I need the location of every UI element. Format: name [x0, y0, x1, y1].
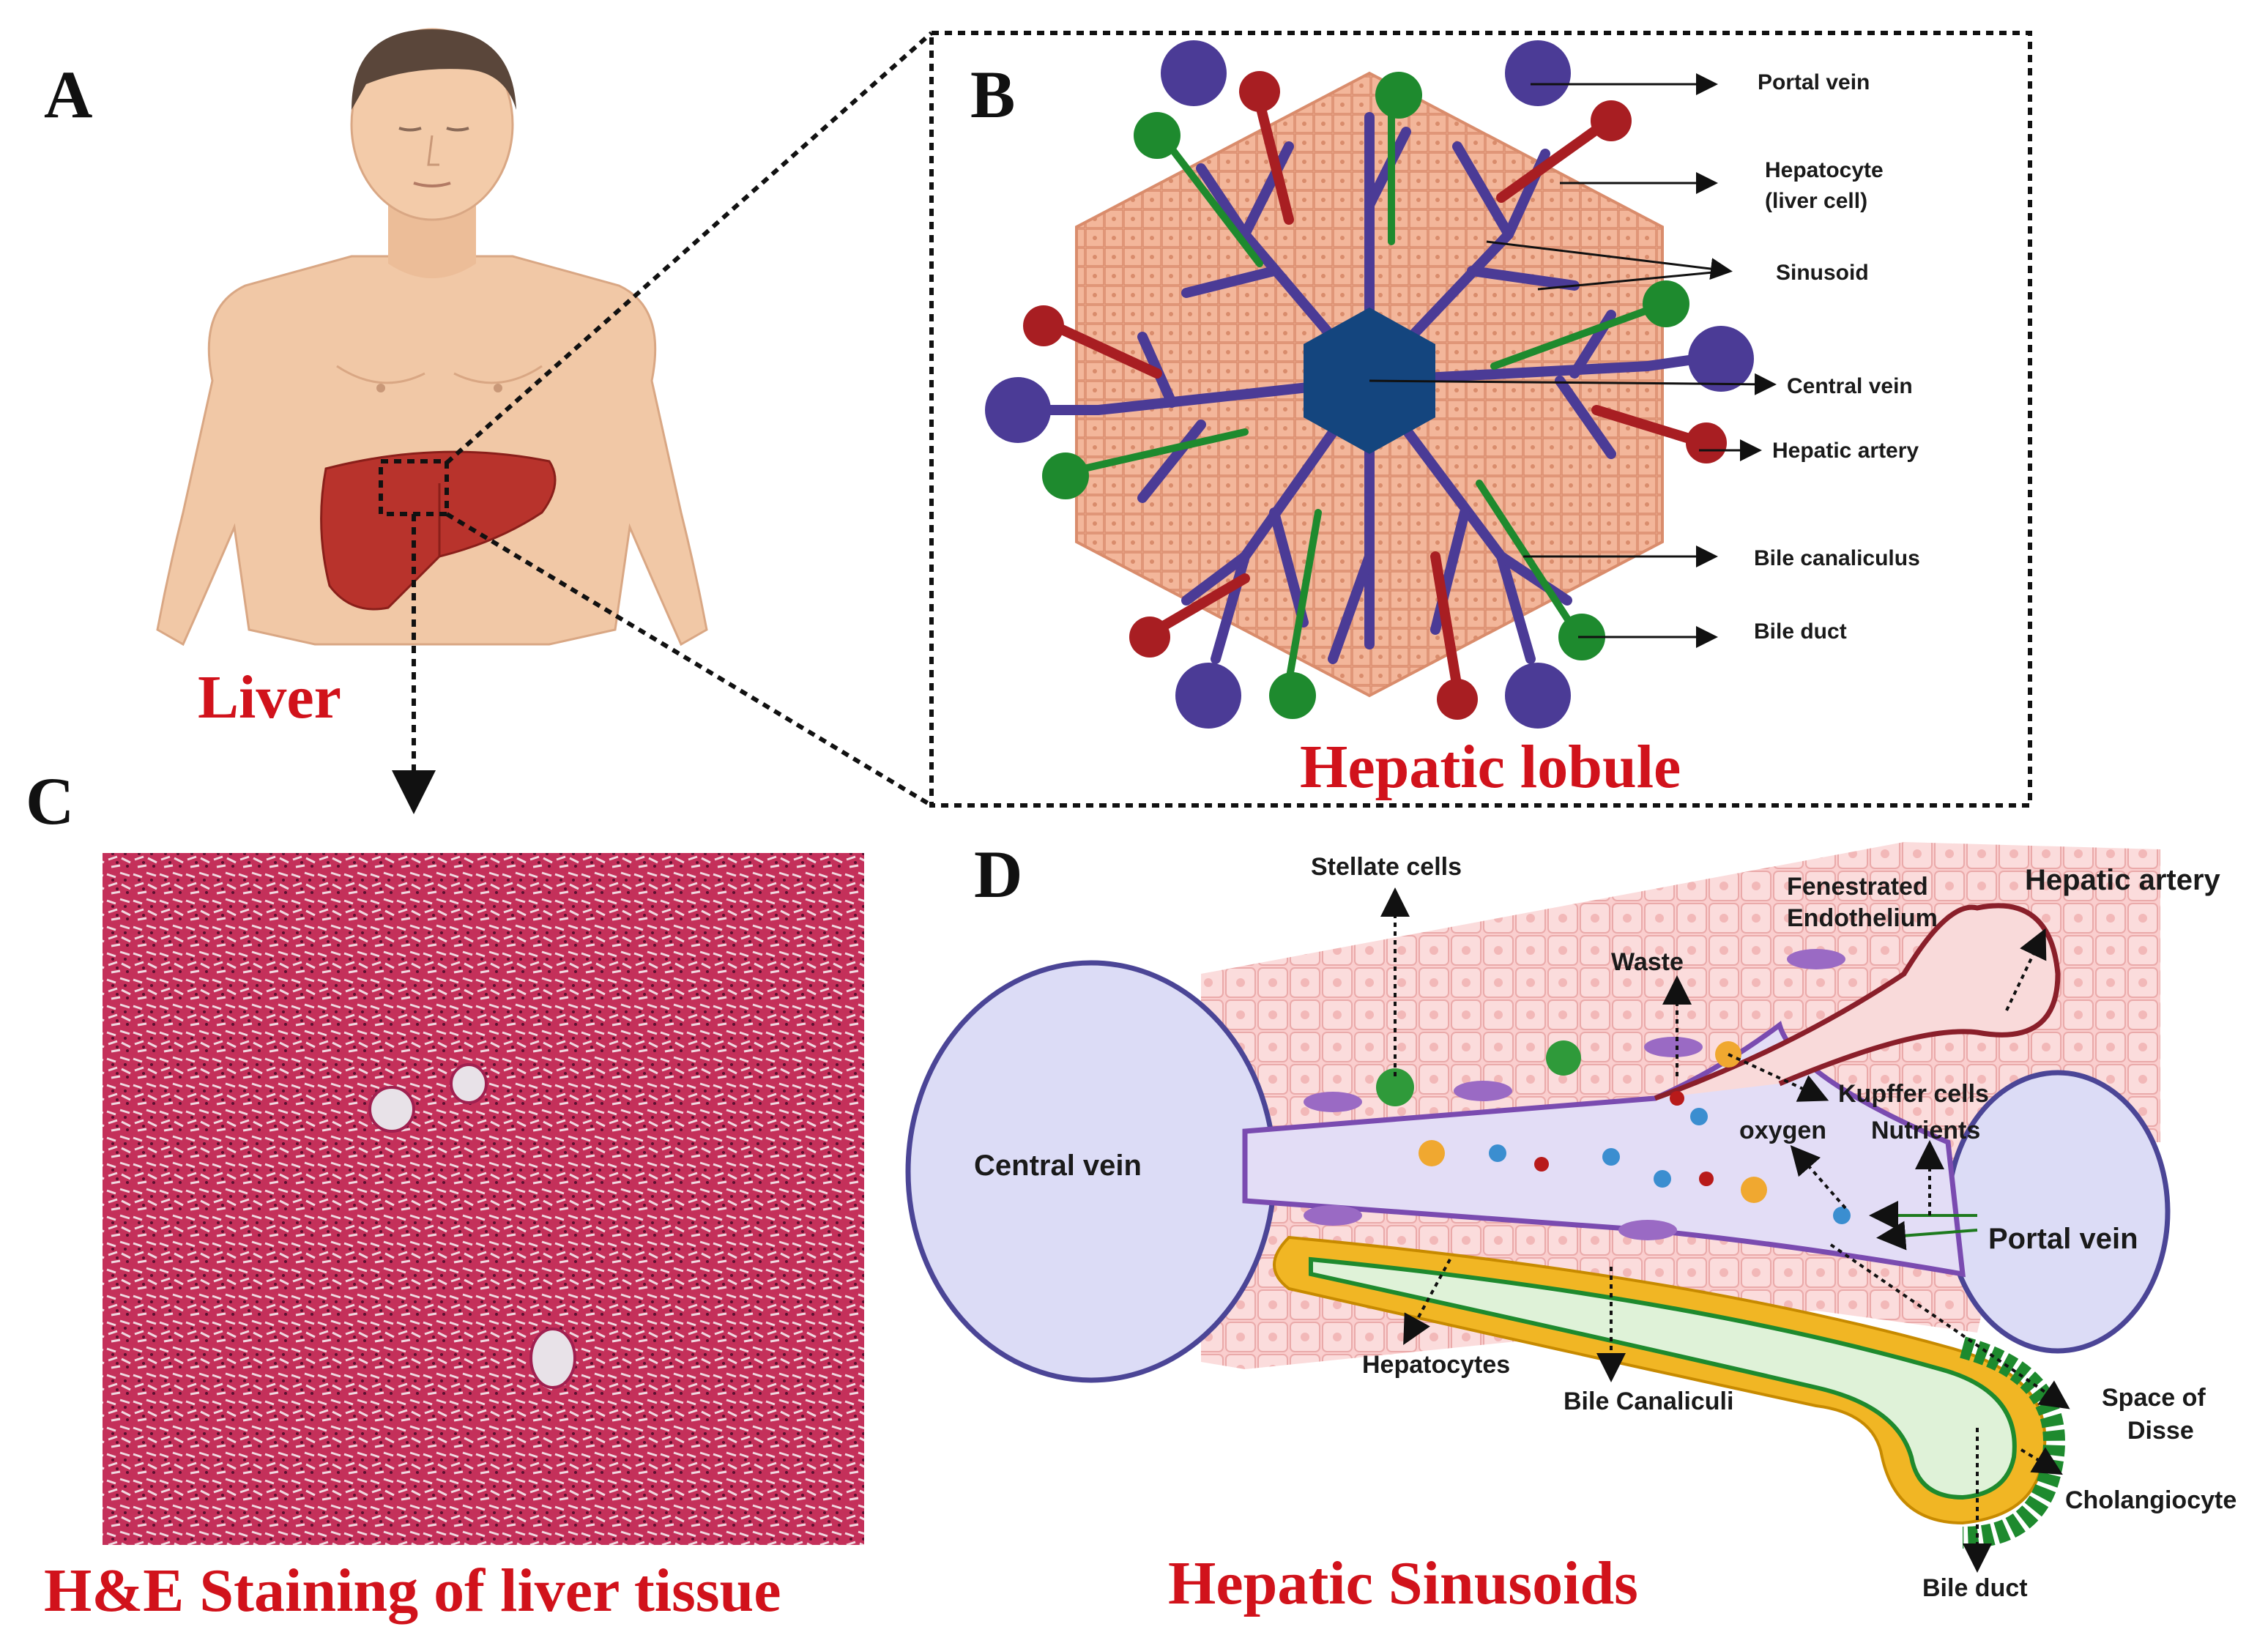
label-bile-duct-d: Bile duct	[1922, 1574, 2028, 1602]
hepatic-artery-ends	[1023, 71, 1727, 720]
panel-c-letter: C	[26, 764, 74, 838]
endothelial-cells	[1304, 949, 1845, 1240]
bile-duct-lumen	[1309, 1256, 2017, 1500]
hepatic-arteries	[1057, 97, 1697, 693]
label-disse: Disse	[2127, 1417, 2194, 1445]
hepatic-lobule-title: Hepatic lobule	[1300, 733, 1681, 801]
lobule-pointers	[1369, 73, 1777, 648]
portal-vein-ends	[985, 40, 1754, 729]
zoom-line-top	[445, 31, 933, 465]
panel-a-letter: A	[44, 57, 92, 132]
he-staining-title: H&E Staining of liver tissue	[44, 1557, 781, 1625]
sinusoid-pointers	[1380, 887, 2070, 1573]
bile-duct-ends	[1042, 72, 1689, 719]
label-hepatocytes: Hepatocytes	[1362, 1351, 1510, 1379]
stellate-cells	[1376, 1040, 1581, 1106]
label-kupffer-cells: Kupffer cells	[1838, 1080, 1989, 1108]
label-bile-duct: Bile duct	[1754, 619, 1847, 644]
label-oxygen: oxygen	[1739, 1117, 1826, 1144]
zoom-line-bottom	[445, 512, 933, 808]
hepatic-lobule-diagram	[985, 40, 1754, 729]
label-nutrients: Nutrients	[1871, 1117, 1980, 1144]
label-liver-cell: (liver cell)	[1765, 189, 1867, 213]
hepatic-artery-d	[1654, 903, 2061, 1101]
he-vessels	[368, 1063, 576, 1389]
label-endothelium: Endothelium	[1787, 904, 1938, 932]
label-central-vein-d: Central vein	[974, 1150, 1142, 1182]
oxygen-particles	[1489, 1108, 1851, 1224]
sinusoid-lumen	[1242, 1021, 1966, 1278]
sinusoid-diagram	[905, 842, 2171, 1549]
panel-d-letter: D	[974, 837, 1022, 912]
liver-organ	[320, 450, 557, 611]
label-sinusoid: Sinusoid	[1776, 261, 1869, 285]
label-stellate-cells: Stellate cells	[1311, 853, 1462, 881]
label-fenestrated: Fenestrated	[1787, 873, 1928, 901]
liver-title: Liver	[198, 663, 341, 731]
label-hepatic-artery: Hepatic artery	[1772, 439, 1919, 463]
panel-b: B	[929, 31, 2032, 808]
hepatic-sinusoids-title: Hepatic Sinusoids	[1168, 1549, 1638, 1617]
label-hepatic-artery-d: Hepatic artery	[2025, 864, 2221, 896]
label-bile-canaliculus: Bile canaliculus	[1754, 546, 1920, 570]
label-portal-vein-d: Portal vein	[1988, 1223, 2138, 1255]
panel-b-letter: B	[970, 57, 1015, 132]
panel-a: A Liver	[44, 28, 933, 814]
label-space-of: Space of	[2102, 1384, 2206, 1412]
label-cholangiocyte: Cholangiocyte	[2065, 1486, 2237, 1514]
portal-vein-d	[1945, 1070, 2171, 1354]
portal-flow-arrows	[1869, 1201, 1978, 1251]
label-portal-vein: Portal vein	[1758, 70, 1870, 94]
label-hepatocyte: Hepatocyte	[1765, 158, 1884, 182]
he-stained-tissue-image	[103, 853, 864, 1545]
label-central-vein: Central vein	[1787, 374, 1913, 398]
label-waste: Waste	[1611, 948, 1684, 976]
label-bile-canaliculi: Bile Canaliculi	[1564, 1388, 1733, 1415]
panel-c: C H&E Staining of liver tissue	[26, 764, 864, 1625]
panel-d: D	[905, 837, 2237, 1617]
red-blood-drops	[1534, 1091, 1714, 1186]
